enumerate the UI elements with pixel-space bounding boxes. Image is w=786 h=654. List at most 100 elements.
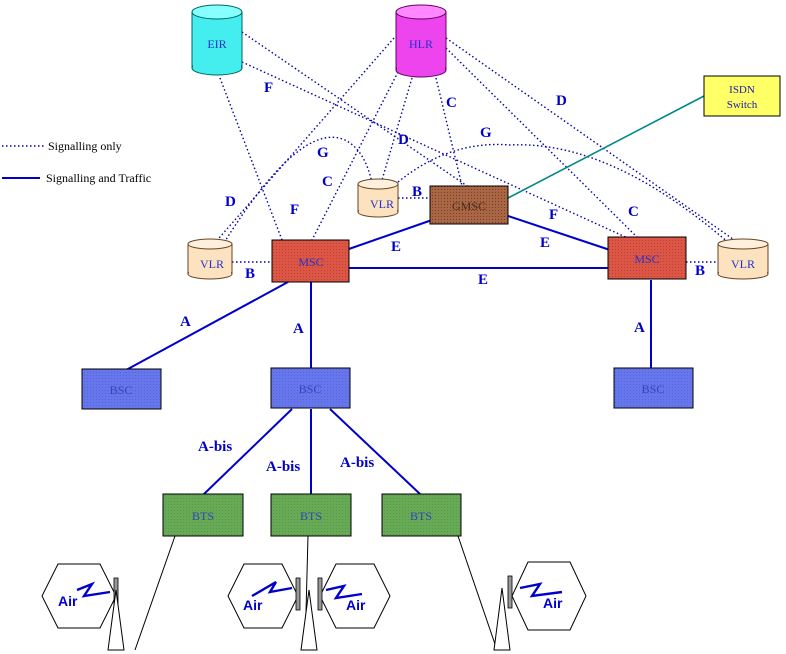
link-hlr-gmsc <box>435 77 463 187</box>
link-eir-mscright <box>241 61 633 241</box>
bts-right-node: BTS <box>381 493 462 537</box>
air-label-3: Air <box>346 597 366 613</box>
label-a-right: A <box>634 320 645 336</box>
eir-database: EIR <box>191 4 243 76</box>
bts-left-label: BTS <box>192 509 214 523</box>
eir-label: EIR <box>207 37 226 51</box>
label-c-hlr-gmsc: C <box>446 95 457 111</box>
label-a-left: A <box>180 314 191 330</box>
cell-4: Air <box>493 561 587 651</box>
link-abis-left <box>203 408 293 495</box>
label-a-center: A <box>293 321 304 337</box>
radio-wave-icon <box>519 582 563 598</box>
air-label-4: Air <box>543 595 563 611</box>
isdn-switch: ISDN Switch <box>703 75 781 117</box>
link-hlr-vlrcenter <box>381 77 413 181</box>
radio-wave-icon <box>251 580 293 598</box>
link-a-left <box>125 281 289 371</box>
interface-labels: F F F C C C D D D G G B B B E E E A A A … <box>180 80 705 475</box>
msc-right-node: MSC <box>607 236 687 280</box>
link-g-left <box>221 136 373 247</box>
label-b-center: B <box>412 184 422 200</box>
label-f-eir-mscright: F <box>549 207 558 223</box>
link-bts-right-tower <box>457 535 498 651</box>
tower-icon <box>300 589 318 651</box>
bsc-center-node: BSC <box>270 367 351 409</box>
link-hlr-mscright <box>445 47 641 241</box>
antenna-icon <box>295 577 301 611</box>
label-b-left: B <box>245 266 255 282</box>
label-e-msc-msc: E <box>478 272 488 288</box>
vlr-left-label: VLR <box>200 257 224 271</box>
tower-icon <box>493 587 511 651</box>
legend-signalling-and-traffic: Signalling and Traffic <box>46 171 151 185</box>
bts-center-node: BTS <box>270 493 352 537</box>
legend-signalling-only: Signalling only <box>48 139 122 153</box>
msc-right-label: MSC <box>634 252 659 266</box>
link-abis-right <box>329 408 421 495</box>
hexagon-cell-icon <box>227 563 299 629</box>
bts-center-label: BTS <box>300 509 322 523</box>
label-e-gmsc-msc: E <box>391 239 401 255</box>
label-d-right: D <box>556 93 567 109</box>
vlr-right-label: VLR <box>731 257 755 271</box>
gmsc-label: GMSC <box>452 199 486 213</box>
vlr-center-database: VLR <box>357 178 399 218</box>
bsc-right-node: BSC <box>613 367 694 409</box>
bts-left-node: BTS <box>162 493 244 537</box>
hlr-label: HLR <box>409 37 433 51</box>
label-d-left: D <box>225 194 236 210</box>
antenna-icon <box>317 577 323 611</box>
signalling-links <box>212 31 741 263</box>
radio-wave-icon <box>76 581 111 598</box>
bsc-left-label: BSC <box>110 383 133 397</box>
label-d-center: D <box>398 132 409 148</box>
label-c-hlr-mscright: C <box>628 204 639 220</box>
label-abis-left: A-bis <box>198 439 232 455</box>
radio-wave-icon <box>325 584 363 600</box>
vlr-right-database: VLR <box>717 238 769 280</box>
bsc-left-node: BSC <box>81 368 162 410</box>
label-c-hlr-msc: C <box>322 174 333 190</box>
air-label-2: Air <box>243 597 263 613</box>
label-g-left: G <box>317 145 329 161</box>
vlr-center-label: VLR <box>370 197 394 211</box>
radio-cells: Air Air Air Air <box>41 561 587 651</box>
link-gmsc-isdn <box>507 95 705 199</box>
link-hlr-msc <box>311 71 399 241</box>
tower-icon <box>107 589 125 651</box>
link-bts-left-tower <box>134 535 176 651</box>
isdn-label-line1: ISDN <box>729 84 755 96</box>
link-hlr-vlrleft <box>212 37 395 246</box>
hlr-database: HLR <box>395 4 447 78</box>
msc-left-label: MSC <box>298 255 323 269</box>
msc-left-node: MSC <box>271 239 350 283</box>
label-abis-center: A-bis <box>266 459 300 475</box>
cell-2: Air <box>227 563 301 629</box>
traffic-links <box>125 95 705 651</box>
antenna-icon <box>507 575 513 609</box>
cell-1: Air <box>41 563 125 651</box>
link-e-gmsc-mscright <box>507 215 611 251</box>
legend: Signalling only Signalling and Traffic <box>2 139 151 185</box>
label-f-eir-msc: F <box>290 202 299 218</box>
vlr-left-database: VLR <box>187 238 233 280</box>
label-abis-right: A-bis <box>340 455 374 471</box>
air-label-1: Air <box>58 593 78 609</box>
isdn-label-line2: Switch <box>727 99 758 111</box>
link-g-right <box>397 143 731 245</box>
label-f-eir-gmsc: F <box>264 80 273 96</box>
label-e-gmsc-mscright: E <box>540 235 550 251</box>
bts-right-label: BTS <box>410 509 432 523</box>
bsc-center-label: BSC <box>299 382 322 396</box>
link-e-gmsc-msc <box>345 219 433 251</box>
gmsc-node: GMSC <box>429 185 509 225</box>
hexagon-cell-icon <box>41 563 117 629</box>
link-eir-msc <box>219 77 283 241</box>
label-g-right: G <box>480 125 492 141</box>
bsc-right-label: BSC <box>642 382 665 396</box>
label-b-right: B <box>695 263 705 279</box>
cell-3: Air <box>300 563 391 651</box>
